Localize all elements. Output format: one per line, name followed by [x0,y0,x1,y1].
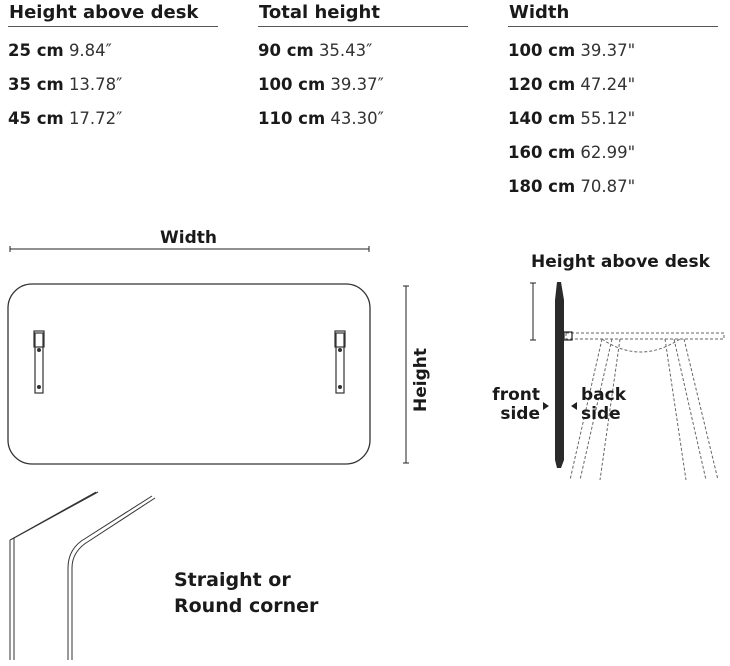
column-height-above-desk: Height above desk 25 cm 9.84″ 35 cm 13.7… [8,0,218,136]
height-above-desk-label: Height above desk [531,252,710,272]
inch-value: 70.87" [580,177,636,196]
height-dimension-line [403,285,409,464]
column-total-height: Total height 90 cm 35.43″ 100 cm 39.37″ … [258,0,468,136]
front-side-arrow-icon [543,402,549,410]
cm-value: 140 cm [508,109,576,128]
spec-row: 100 cm 39.37″ [258,68,468,102]
inch-value: 39.37" [580,41,636,60]
inch-value: 9.84″ [68,41,112,60]
back-side-label: back side [581,386,626,424]
spec-row: 25 cm 9.84″ [8,34,218,68]
spec-row: 35 cm 13.78″ [8,68,218,102]
spec-row: 160 cm 62.99" [508,136,718,170]
back-side-line2: side [581,404,621,424]
corner-option-label: Straight or Round corner [174,567,318,619]
back-side-line1: back [581,385,627,405]
desk-side-view [565,332,725,481]
round-corner-panel [67,495,156,660]
width-dimension-line [9,246,370,252]
cm-value: 180 cm [508,177,576,196]
spec-row: 90 cm 35.43″ [258,34,468,68]
spec-row: 140 cm 55.12" [508,102,718,136]
spec-row: 180 cm 70.87" [508,170,718,204]
front-side-line1: front [492,385,540,405]
inch-value: 39.37″ [330,75,384,94]
panel-front-view [7,283,371,465]
inch-value: 47.24" [580,75,636,94]
cm-value: 100 cm [508,41,576,60]
cm-value: 45 cm [8,109,64,128]
cm-value: 35 cm [8,75,64,94]
column-width: Width 100 cm 39.37" 120 cm 47.24" 140 cm… [508,0,718,204]
height-label: Height [411,348,431,412]
spec-row: 45 cm 17.72″ [8,102,218,136]
front-side-label: front side [488,386,540,424]
front-side-line2: side [500,404,540,424]
bracket-right-icon [334,330,346,394]
inch-value: 13.78″ [68,75,123,94]
inch-value: 35.43″ [318,41,373,60]
back-side-arrow-icon [571,402,577,410]
inch-value: 17.72″ [68,109,123,128]
cm-value: 100 cm [258,75,326,94]
height-above-desk-dimension [530,282,536,341]
cm-value: 90 cm [258,41,314,60]
cm-value: 110 cm [258,109,326,128]
straight-corner-panel [9,491,99,660]
panel-side-view [555,282,573,468]
inch-value: 62.99" [580,143,636,162]
spec-row: 120 cm 47.24" [508,68,718,102]
inch-value: 43.30″ [330,109,384,128]
corner-label-line2: Round corner [174,595,319,617]
width-label: Width [160,228,217,248]
cm-value: 120 cm [508,75,576,94]
column-header: Height above desk [8,0,218,27]
spec-row: 110 cm 43.30″ [258,102,468,136]
cm-value: 160 cm [508,143,576,162]
corner-label-line1: Straight or [174,569,291,591]
inch-value: 55.12" [580,109,636,128]
spec-row: 100 cm 39.37" [508,34,718,68]
column-header: Width [508,0,718,27]
bracket-left-icon [33,330,45,394]
column-header: Total height [258,0,468,27]
cm-value: 25 cm [8,41,64,60]
